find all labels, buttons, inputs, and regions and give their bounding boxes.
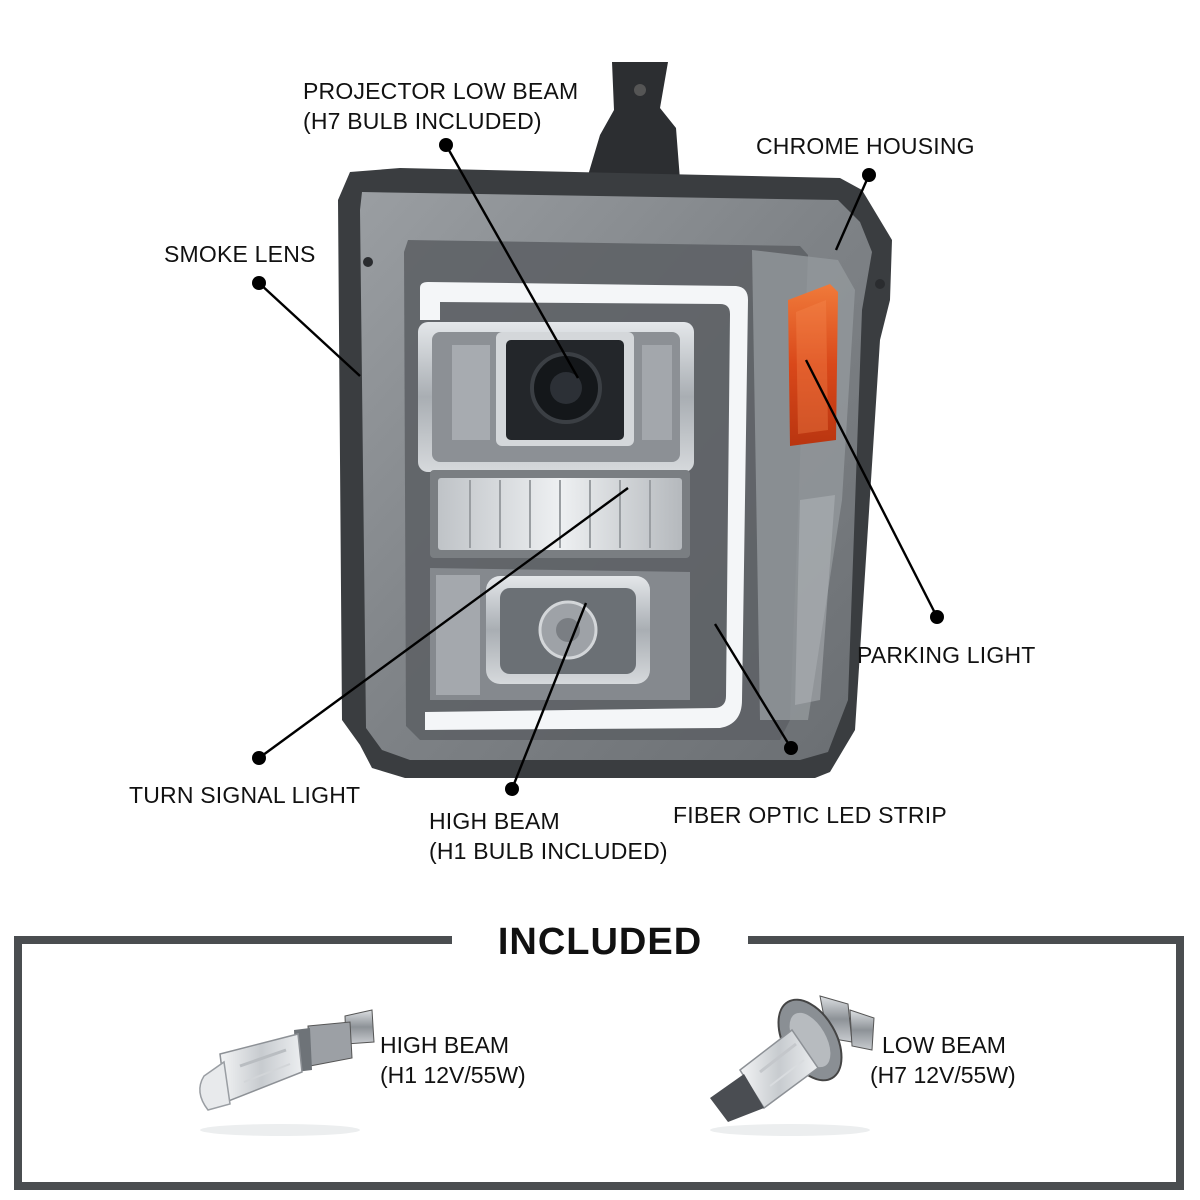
callout-line-parking [804, 359, 939, 618]
callout-dot [439, 138, 453, 152]
callout-line-chrome [834, 174, 871, 251]
callout-line-turn [258, 487, 629, 759]
callout-line-fiber [713, 623, 793, 749]
callout-dot [930, 610, 944, 624]
parking-light [788, 284, 838, 446]
callout-line-projector [444, 144, 580, 379]
callout-dot [252, 751, 266, 765]
h1-bulb-icon [199, 1009, 375, 1136]
callout-dot [784, 741, 798, 755]
callout-dot [252, 276, 266, 290]
label-turn-signal-light: TURN SIGNAL LIGHT [129, 782, 361, 808]
callout-dot [862, 168, 876, 182]
included-frame [14, 936, 1184, 1190]
label-smoke-lens: SMOKE LENS [164, 241, 316, 267]
mounting-bracket [586, 62, 680, 182]
label-high-beam: HIGH BEAM (H1 BULB INCLUDED) [429, 808, 668, 864]
label-fiber-optic-led-strip: FIBER OPTIC LED STRIP [673, 802, 947, 828]
h7-bulb-icon [710, 995, 875, 1136]
callout-line-smoke [258, 282, 361, 377]
label-parking-light: PARKING LIGHT [857, 642, 1036, 668]
included-title: INCLUDED [497, 921, 703, 963]
included-item-low-beam: LOW BEAM (H7 12V/55W) [870, 1032, 1016, 1088]
included-item-high-beam: HIGH BEAM (H1 12V/55W) [380, 1032, 526, 1088]
callout-line-highbeam [510, 602, 588, 790]
callout-dot [505, 782, 519, 796]
label-chrome-housing: CHROME HOUSING [756, 133, 975, 159]
label-projector-low-beam: PROJECTOR LOW BEAM (H7 BULB INCLUDED) [303, 78, 579, 134]
